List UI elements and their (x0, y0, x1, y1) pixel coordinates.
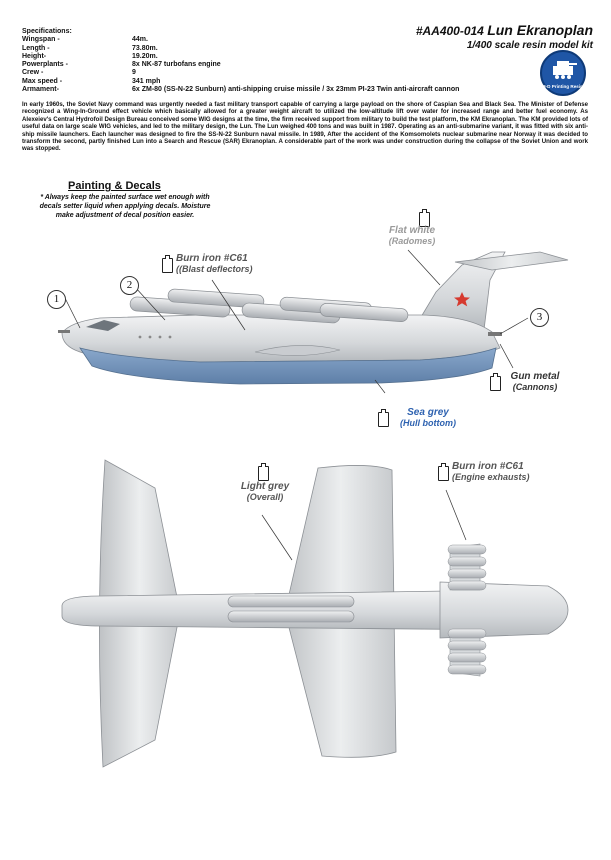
brand-logo: 3-D Printing Resin (540, 50, 586, 96)
paint-can-icon (490, 373, 501, 391)
marker-1: 1 (47, 290, 66, 309)
spec-row: Crew -9 (22, 69, 136, 77)
decal-note: * Always keep the painted surface wet en… (39, 194, 211, 219)
kit-title: #AA400-014 Lun Ekranoplan 1/400 scale re… (416, 22, 593, 51)
paint-can-icon (258, 463, 269, 481)
paint-can-icon (419, 209, 430, 227)
top-view (61, 459, 569, 768)
marker-2: 2 (120, 276, 139, 295)
paint-can-icon (438, 463, 449, 481)
callout-gun-metal: Gun metal (Cannons) (510, 371, 560, 393)
paint-can-icon (162, 255, 173, 273)
kit-subtitle: 1/400 scale resin model kit (466, 40, 593, 51)
tank-icon (553, 61, 577, 79)
callout-burn-iron-top: Burn iron #C61 (Engine exhausts) (452, 461, 530, 483)
paint-can-icon (378, 409, 389, 427)
marker-3: 3 (530, 308, 549, 327)
spec-row: Powerplants -8x NK-87 turbofans engine (22, 61, 221, 69)
side-view (58, 249, 569, 394)
spec-row: Length -73.80m. (22, 44, 158, 52)
kit-name: Lun Ekranoplan (487, 22, 593, 38)
callout-burn-iron-side: Burn iron #C61 ((Blast deflectors) (176, 253, 253, 275)
kit-code: #AA400-014 (415, 24, 484, 38)
specifications: Specifications: Wingspan -44m. Length -7… (22, 28, 459, 94)
spec-row: Armament-6x ZM-80 (SS-N-22 Sunburn) anti… (22, 86, 460, 94)
spec-row: Max speed -341 mph (22, 77, 161, 85)
engine-nacelles (447, 544, 487, 675)
red-star-insignia (454, 292, 470, 307)
callout-sea-grey: Sea grey (Hull bottom) (400, 407, 456, 429)
logo-text: 3-D Printing Resin (543, 84, 583, 89)
specs-heading: Specifications: (22, 28, 72, 35)
painting-decals-title: Painting & Decals (68, 180, 161, 192)
missile-launchers (129, 288, 409, 324)
callout-flat-white: Flat white (Radomes) (388, 225, 436, 247)
spec-row: Height-19.20m. (22, 52, 158, 60)
callout-light-grey: Light grey (Overall) (240, 481, 290, 503)
history-description: In early 1960s, the Soviet Navy command … (22, 101, 588, 153)
spec-row: Wingspan -44m. (22, 36, 148, 44)
